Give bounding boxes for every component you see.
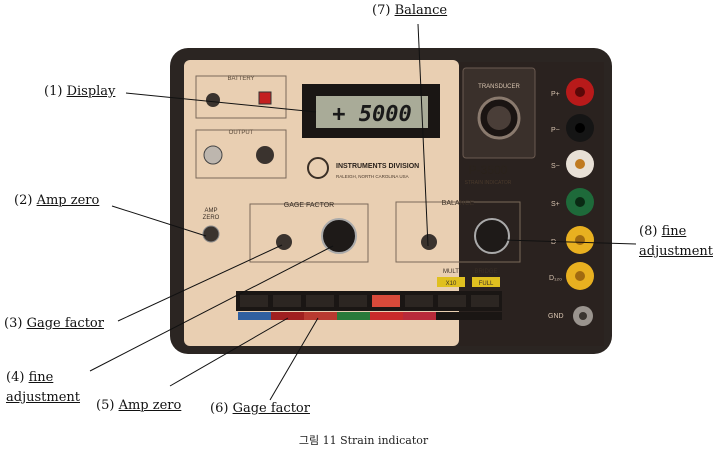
callout-amp-zero-bottom: (5) Amp zero: [96, 398, 182, 413]
callout-fine-adjustment-left: (4) fine adjustment: [6, 370, 80, 405]
terminal-label: P−: [551, 127, 560, 134]
output-connector: [203, 145, 223, 165]
output-label: OUTPUT: [229, 130, 254, 136]
terminal-label: D₁₂₀: [549, 275, 562, 282]
balance-box: [395, 201, 521, 263]
bridge-label: BRIDGE: [474, 269, 497, 275]
mult-label: MULT: [443, 269, 459, 275]
model-number: P-3500: [469, 163, 508, 177]
brand-location: RALEIGH, NORTH CAROLINA USA: [336, 174, 409, 179]
terminal-label: S−: [551, 163, 560, 170]
gage-factor-fine-knob: [321, 218, 357, 254]
gage-factor-switch: [276, 234, 292, 250]
output-box: [195, 129, 287, 179]
pushbutton-row: [236, 291, 502, 320]
output-knob: [256, 146, 274, 164]
terminal-label: GND: [548, 313, 564, 320]
full-label: FULL: [479, 281, 494, 287]
amp-zero-label: AMP: [204, 208, 217, 214]
battery-indicator: [258, 91, 272, 105]
transducer-label: TRANSDUCER: [478, 84, 520, 90]
gage-factor-box: [249, 203, 369, 263]
balance-switch: [421, 234, 437, 250]
battery-switch: [206, 93, 220, 107]
callout-fine-adjustment-right: (8) fine adjustment: [639, 224, 713, 259]
callout-display: (1) Display: [44, 84, 116, 99]
amp-zero-knob: [202, 225, 220, 243]
leader-lines: [89, 23, 637, 401]
terminal-label: P+: [551, 91, 560, 98]
brand-logo: [307, 157, 329, 179]
balance-fine-knob: [474, 218, 510, 254]
callout-gage-factor-left: (3) Gage factor: [4, 316, 104, 331]
terminal-labels: P+ P− S− S+ D D₁₂₀ GND: [548, 91, 564, 320]
callout-balance: (7) Balance: [372, 3, 448, 18]
callout-gage-factor-bottom: (6) Gage factor: [210, 401, 310, 416]
figure-caption: 그림 11 Strain indicator: [298, 434, 429, 447]
terminal-label: S+: [551, 201, 560, 208]
binding-posts: [566, 78, 594, 326]
battery-label: BATTERY: [227, 76, 254, 82]
battery-box: [195, 75, 287, 119]
callout-amp-zero-left: (2) Amp zero: [14, 193, 100, 208]
amp-zero-label: ZERO: [203, 215, 220, 221]
balance-label: BALANCE: [442, 200, 475, 207]
brand-name: INSTRUMENTS DIVISION: [336, 163, 419, 170]
terminal-label: D: [551, 239, 556, 246]
display-readout: + 5000: [332, 102, 411, 127]
x10-label: X10: [446, 281, 457, 287]
lcd-display: [316, 96, 428, 128]
gage-factor-label: GAGE FACTOR: [284, 202, 334, 209]
model-subtitle: STRAIN INDICATOR: [465, 180, 512, 186]
